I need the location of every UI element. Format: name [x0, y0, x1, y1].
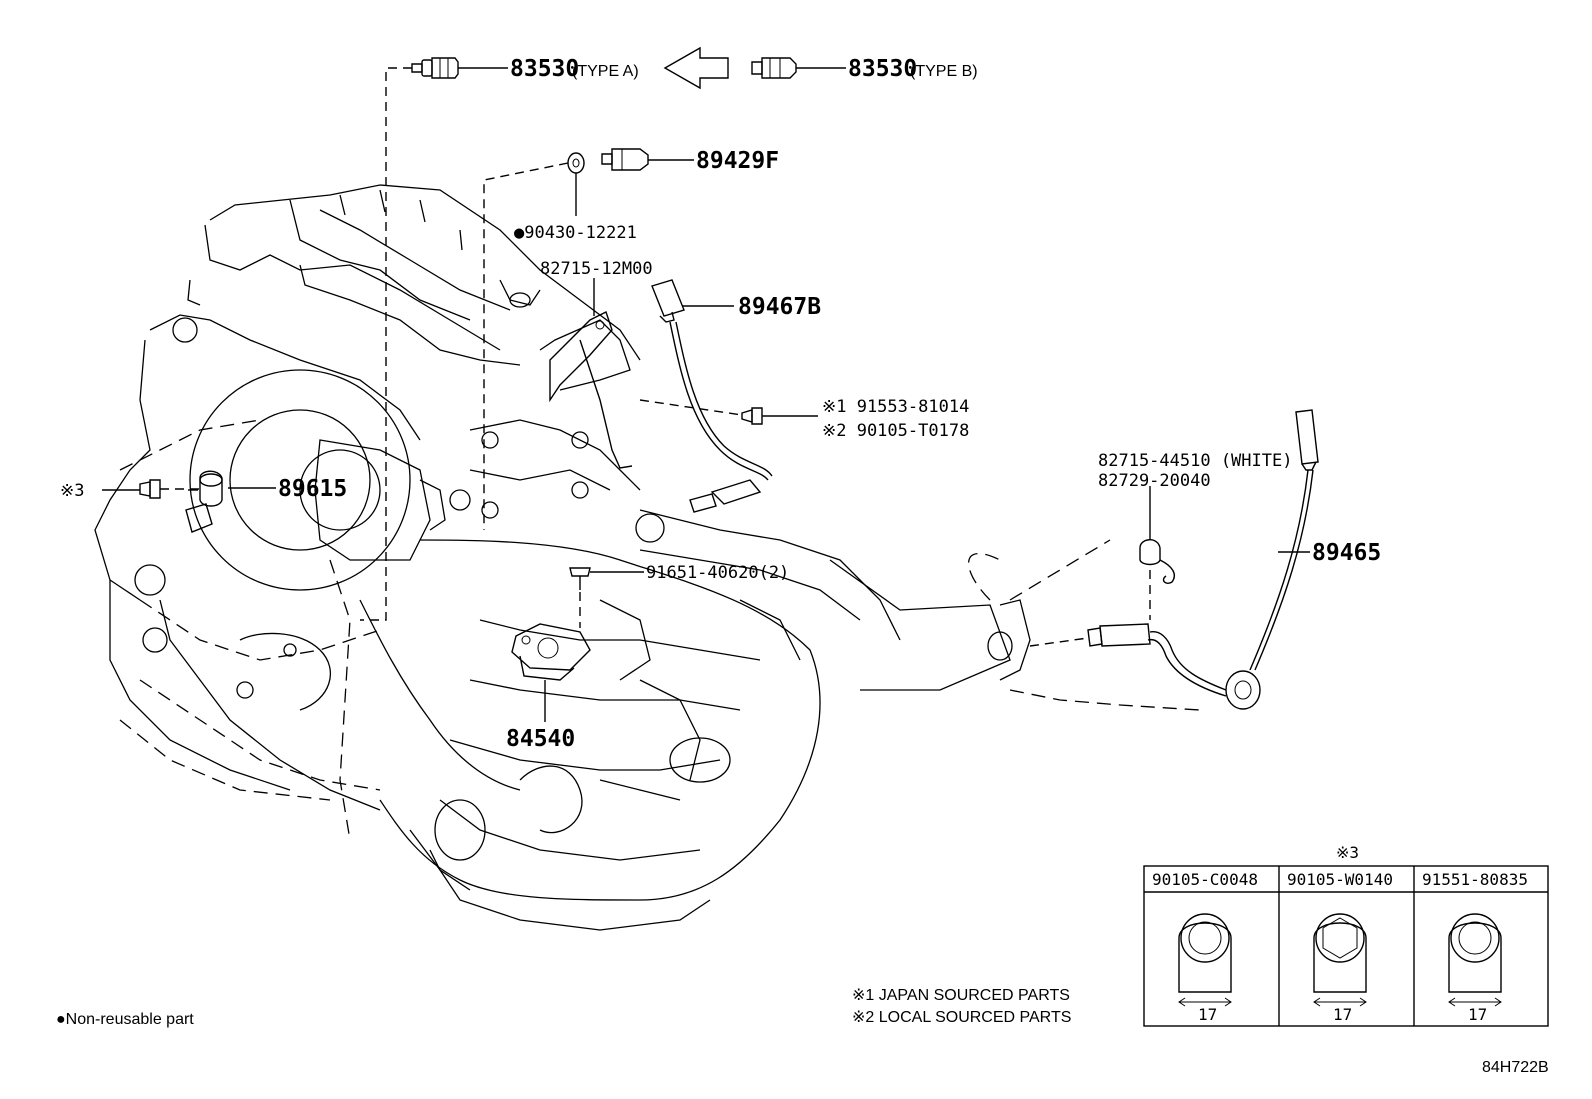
label-89429f: 89429F	[696, 148, 779, 174]
wire-clamp	[1139, 539, 1176, 585]
bolt-col-1-size: 17	[1198, 1005, 1217, 1024]
label-type-b: (TYPE B)	[910, 63, 978, 80]
label-89467b: 89467B	[738, 294, 821, 320]
label-89465: 89465	[1312, 540, 1381, 566]
note-local-sourced: ※2 LOCAL SOURCED PARTS	[852, 1009, 1071, 1026]
knock-sensor	[185, 470, 223, 533]
label-91651-40620: 91651-40620(2)	[646, 563, 789, 583]
bolt-table-title: ※3	[1336, 843, 1359, 862]
label-91553-81014: ※1 91553-81014	[822, 397, 969, 417]
neutral-start-switch	[511, 623, 591, 681]
oxygen-sensor-rear	[1087, 409, 1319, 710]
bolt-col-2-drawing	[1313, 913, 1367, 993]
diagram-code: 84H722B	[1482, 1059, 1549, 1076]
label-83530-type-a: 83530	[510, 56, 579, 82]
dashed-guide-lines	[160, 67, 1151, 647]
bolt-col-3-drawing	[1448, 913, 1502, 993]
oil-pressure-switch-type-a	[411, 57, 459, 79]
switch-screw	[569, 567, 591, 590]
note-non-reusable: ●Non-reusable part	[56, 1011, 194, 1028]
oil-pressure-switch-type-b	[751, 57, 797, 79]
label-89615: 89615	[278, 476, 347, 502]
bolt-col-1-drawing	[1178, 913, 1232, 993]
label-82715-12m00: 82715-12M00	[540, 259, 653, 279]
note-japan-sourced: ※1 JAPAN SOURCED PARTS	[852, 987, 1070, 1004]
callout-labels: 83530 (TYPE A) 83530 (TYPE B) 89429F ●90…	[60, 56, 1381, 752]
wire-bracket	[549, 311, 633, 469]
knock-sensor-bolt	[139, 479, 161, 499]
bolt-col-3-part: 91551-80835	[1422, 870, 1528, 889]
engine-illustration	[94, 184, 1201, 931]
label-82729-20040: 82729-20040	[1098, 471, 1211, 491]
bolt-col-2-part: 90105-W0140	[1287, 870, 1393, 889]
temperature-sensor	[601, 148, 649, 171]
leader-lines	[102, 67, 1310, 722]
bolt-col-1-part: 90105-C0048	[1152, 870, 1258, 889]
label-type-a: (TYPE A)	[572, 63, 639, 80]
bolt-dimensions	[1178, 997, 1502, 1007]
bolt-table: ※3 90105-C0048 90105-W0140 91551-80835	[1143, 843, 1549, 1027]
label-90105-t0178: ※2 90105-T0178	[822, 421, 969, 441]
bolt-col-2-size: 17	[1333, 1005, 1352, 1024]
label-90430-12221: ●90430-12221	[514, 223, 637, 243]
replacement-arrow	[663, 46, 729, 90]
bolt-col-3-size: 17	[1468, 1005, 1487, 1024]
label-82715-44510: 82715-44510 (WHITE)	[1098, 451, 1292, 471]
label-83530-type-b: 83530	[848, 56, 917, 82]
air-fuel-ratio-sensor	[651, 279, 773, 513]
gasket-washer	[567, 152, 585, 174]
bracket-bolt	[741, 407, 763, 425]
label-84540: 84540	[506, 726, 575, 752]
label-star3: ※3	[60, 481, 84, 501]
